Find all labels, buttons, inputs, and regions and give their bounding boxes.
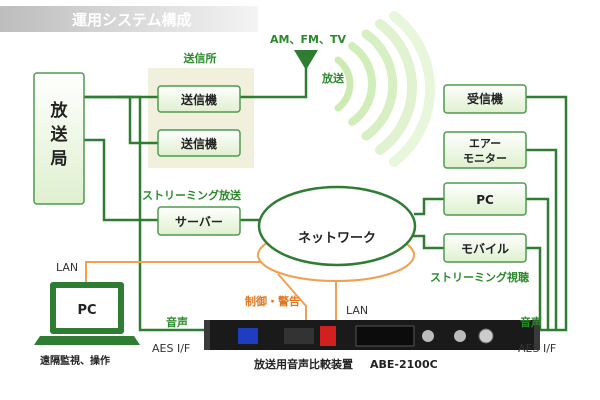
air-monitor-label-1: エアー: [469, 137, 501, 150]
broadcast-label: 放送: [321, 71, 345, 85]
diagram-title: 運用システム構成: [72, 11, 192, 29]
streaming-broadcast-label: ストリーミング放送: [142, 188, 242, 202]
transmitting-station-label: 送信所: [183, 51, 217, 65]
broadcast-station-char2: 送: [51, 124, 69, 145]
abe-device: [204, 320, 540, 350]
antenna-icon: [294, 50, 318, 70]
lan-label-left: LAN: [56, 261, 78, 274]
aes-label-left: AES I/F: [152, 342, 190, 355]
title-bar: 運用システム構成: [0, 6, 258, 32]
device-model-label: ABE-2100C: [370, 358, 438, 371]
mobile-box: [443, 233, 527, 263]
lan-label-center: LAN: [346, 304, 368, 317]
server-label: サーバー: [175, 215, 223, 229]
am-fm-tv-label: AM、FM、TV: [270, 33, 346, 46]
device-display-main: [355, 325, 415, 347]
broadcast-station-char3: 局: [51, 149, 68, 169]
control-alarm-label: 制御・警告: [245, 294, 300, 308]
network-cloud: [257, 185, 417, 267]
server-box: [157, 206, 241, 236]
broadcast-station-box: [33, 72, 85, 205]
pc-box: [443, 182, 527, 216]
air-monitor-label-2: モニター: [463, 152, 507, 165]
laptop-pc-label: PC: [77, 303, 96, 318]
green-connections: [84, 66, 568, 332]
receiver-label: 受信機: [467, 91, 503, 106]
audio-label-right: 音声: [520, 315, 542, 329]
transmitter-label-2: 送信機: [180, 136, 217, 151]
device-name-label: 放送用音声比較装置: [253, 357, 353, 371]
pc-box-label: PC: [476, 193, 494, 207]
network-label: ネットワーク: [298, 231, 376, 246]
streaming-viewing-label: ストリーミング視聴: [430, 270, 529, 284]
audio-label-left: 音声: [166, 315, 188, 329]
radio-waves: [334, 11, 436, 167]
air-monitor-box: [443, 131, 527, 169]
laptop-icon: [34, 282, 140, 345]
transmitter-box-1: [157, 85, 241, 113]
labels: 放 送 局 送信所 送信機 送信機 AM、FM、TV 放送 受信機 エアー モニ…: [40, 33, 556, 371]
receiver-box: [443, 84, 527, 114]
device-led-red: [320, 326, 336, 346]
transmitter-label-1: 送信機: [180, 92, 217, 107]
device-display-left: [238, 328, 258, 344]
broadcast-station-char1: 放: [50, 100, 69, 121]
mobile-label: モバイル: [461, 242, 509, 256]
transmitter-box-2: [157, 129, 241, 157]
remote-monitoring-label: 遠隔監視、操作: [40, 354, 110, 367]
aes-label-right: AES I/F: [518, 342, 556, 355]
